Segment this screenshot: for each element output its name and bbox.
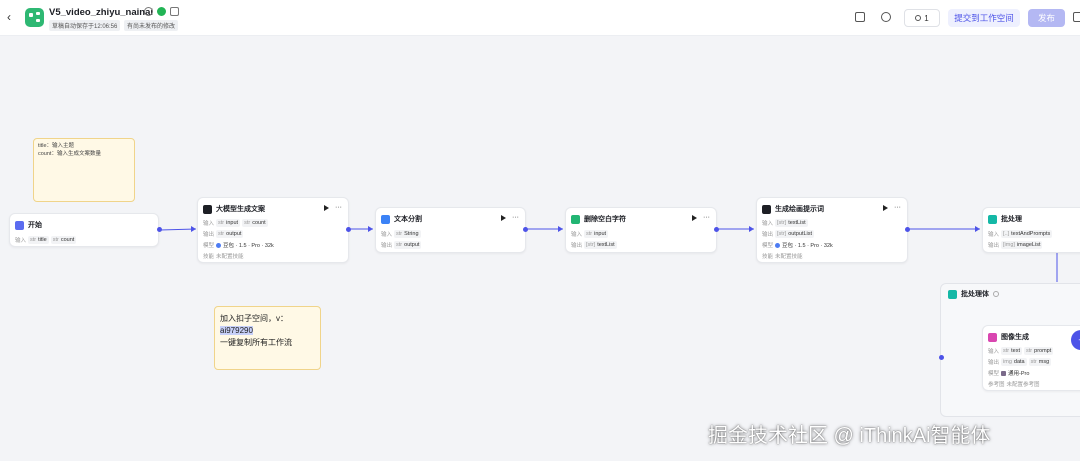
more-dots-icon[interactable]: ··· (703, 214, 710, 221)
start-output-port[interactable] (157, 227, 162, 232)
llm-icon (762, 204, 771, 214)
image-model-icon (1001, 370, 1007, 376)
copy-icon[interactable] (855, 12, 865, 22)
llm-icon (203, 204, 212, 214)
more-dots-icon[interactable]: ··· (335, 204, 342, 211)
llm1-output-port[interactable] (346, 227, 351, 232)
doubao-model-icon (216, 242, 222, 248)
back-arrow-icon[interactable]: ‹ (7, 10, 11, 24)
batch-body-icon (948, 289, 957, 299)
check-circle-icon (157, 7, 167, 17)
code-icon (571, 214, 580, 224)
comment-note-promo[interactable]: 加入扣子空间，v： ai979290 一键复制所有工作流 (214, 306, 321, 370)
watermark: 掘金技术社区 @ iThinkAi智能体 (708, 425, 991, 447)
doubao-model-icon (775, 242, 781, 248)
trim-output-port[interactable] (714, 227, 719, 232)
info-icon[interactable] (993, 291, 999, 297)
workflow-logo-icon (25, 8, 44, 27)
node-llm-image-prompts[interactable]: 生成绘画提示词 ··· 输入 [str]textList 输出 [str]out… (756, 197, 908, 263)
user-icon (915, 15, 922, 21)
node-batch[interactable]: 批处理 输入 [..]textAndPrompts 输出 [img]imageL… (982, 207, 1080, 253)
history-clock-icon[interactable] (881, 12, 891, 22)
batch-icon (988, 214, 997, 224)
split-output-port[interactable] (523, 227, 528, 232)
run-icon[interactable] (692, 215, 697, 221)
run-icon[interactable] (501, 215, 506, 221)
submit-to-workspace-button[interactable]: 提交到工作空间 (948, 9, 1020, 27)
llm2-output-port[interactable] (905, 227, 910, 232)
more-icon[interactable] (1073, 12, 1080, 22)
collaborators-button[interactable]: 1 (904, 9, 940, 27)
run-icon[interactable] (883, 205, 888, 211)
add-node-button[interactable]: + (1071, 330, 1080, 350)
run-icon[interactable] (324, 205, 329, 211)
info-icon[interactable] (144, 7, 153, 17)
more-dots-icon[interactable]: ··· (512, 214, 519, 221)
unpublished-status: 有尚未发布的修改 (124, 20, 179, 31)
edit-icon[interactable] (170, 7, 180, 17)
more-dots-icon[interactable]: ··· (894, 204, 901, 211)
workflow-title: V5_video_zhiyu_nainai (49, 7, 154, 18)
image-generation-icon (988, 332, 997, 342)
publish-button[interactable]: 发布 (1028, 9, 1065, 27)
top-bar: ‹ V5_video_zhiyu_nainai 草稿自动保存于12:06:56 … (0, 0, 1080, 36)
autosave-status: 草稿自动保存于12:06:56 (49, 20, 121, 31)
start-flag-icon (15, 220, 24, 230)
comment-note-params[interactable]: title：输入主题 count：输入生成文案数量 (33, 138, 135, 202)
text-split-icon (381, 214, 390, 224)
batch-body-input-port[interactable] (939, 355, 944, 360)
